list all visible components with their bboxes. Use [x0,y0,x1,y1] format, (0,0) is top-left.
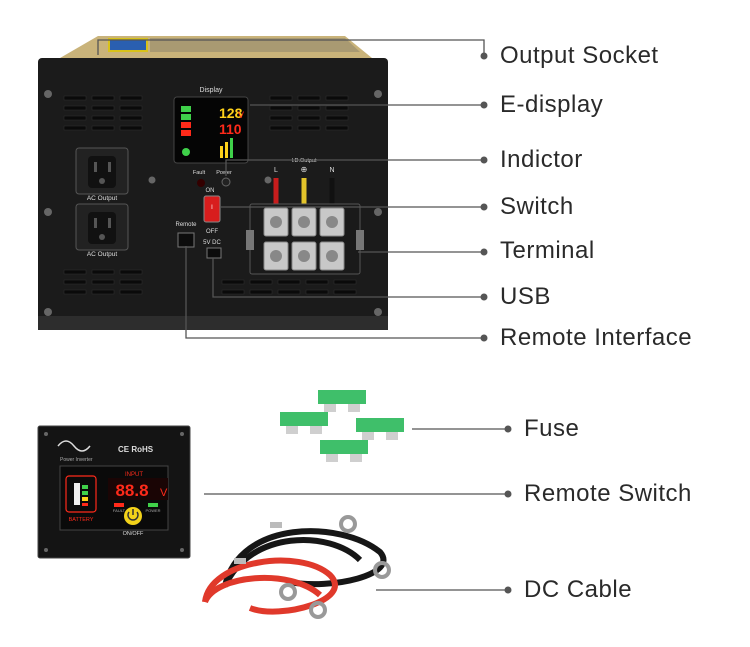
svg-text:⊕: ⊕ [301,165,308,174]
svg-text:Remote: Remote [175,222,197,228]
svg-text:POWER: POWER [145,508,160,513]
battery-icon [65,475,97,513]
ac-output-label-1: AC Output [87,195,118,202]
label-e-display: E-display [500,91,604,118]
fuses [280,390,404,462]
remote-input-label: INPUT [125,472,143,478]
svg-text:FAULT: FAULT [113,508,126,513]
inverter: AC Output AC Output Display 128 110 V Fa… [38,36,388,330]
svg-text:5V DC: 5V DC [203,240,221,246]
svg-text:ON/OFF: ON/OFF [123,531,144,537]
label-terminal: Terminal [500,237,595,264]
svg-text:Power: Power [216,170,232,176]
remote-value: 88.8 [115,481,148,500]
svg-text:N: N [329,167,334,174]
label-indicator: Indictor [500,146,583,173]
label-fuse: Fuse [524,415,580,442]
label-remote-switch: Remote Switch [524,480,692,507]
label-output-socket: Output Socket [500,42,659,69]
display-unit: V [238,110,244,120]
display-value-1: 128 [219,105,243,121]
power-icon [124,507,142,525]
ac-output-label-2: AC Output [87,251,118,258]
dc-cables [202,515,391,619]
label-remote-interface: Remote Interface [500,324,693,351]
display-value-2: 110 [219,121,242,137]
label-dc-cable: DC Cable [524,576,633,603]
label-switch: Switch [500,193,574,220]
remote-switch-panel: CE RoHS Power Inverter INPUT 88.8 V FAUL… [37,425,191,559]
svg-text:OFF: OFF [206,229,218,235]
svg-text:ON: ON [206,188,215,194]
remote-subtitle: Power Inverter [60,457,93,463]
plug-socket-icon [75,147,129,251]
remote-unit: V [160,487,168,499]
label-usb: USB [500,283,551,310]
display-title: Display [200,87,223,94]
svg-text:I: I [211,205,213,211]
svg-text:BATTERY: BATTERY [69,517,94,523]
sine-wave-icon [57,440,91,452]
remote-marks: CE RoHS [118,445,154,454]
svg-text:I.D.Output: I.D.Output [291,158,317,164]
svg-text:L: L [274,167,278,174]
svg-text:Fault: Fault [193,170,206,176]
leader-lines [97,39,508,591]
